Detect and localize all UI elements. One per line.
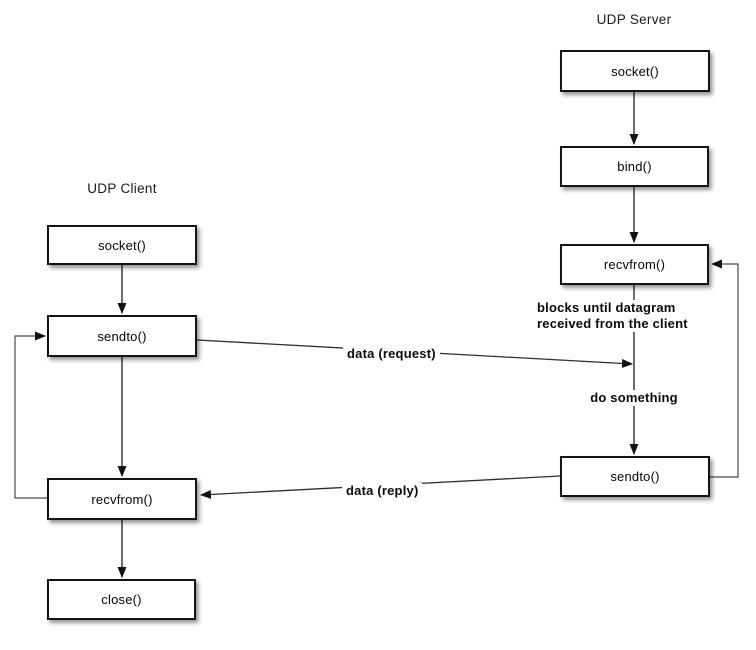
client-close-box: close() — [47, 579, 196, 620]
data-reply-label: data (reply) — [342, 483, 423, 499]
arrow-server-loop-sendto-to-recvfrom — [710, 259, 739, 478]
server-column-title: UDP Server — [596, 12, 672, 27]
blocks-until-note-line1: blocks until datagram — [537, 300, 676, 315]
server-sendto-box: sendto() — [560, 456, 710, 497]
client-sendto-box: sendto() — [47, 315, 197, 357]
client-column-title: UDP Client — [87, 181, 157, 196]
server-bind-box: bind() — [560, 146, 709, 187]
do-something-label: do something — [574, 390, 694, 406]
server-recvfrom-box: recvfrom() — [560, 244, 709, 285]
client-recvfrom-box: recvfrom() — [47, 478, 197, 520]
arrow-client-loop-recvfrom-to-sendto — [14, 331, 47, 499]
blocks-until-note-line2: received from the client — [537, 316, 688, 331]
server-socket-box: socket() — [560, 50, 710, 92]
data-request-label: data (request) — [343, 346, 440, 362]
client-socket-box: socket() — [47, 225, 197, 265]
blocks-until-note: blocks until datagram received from the … — [537, 300, 688, 332]
